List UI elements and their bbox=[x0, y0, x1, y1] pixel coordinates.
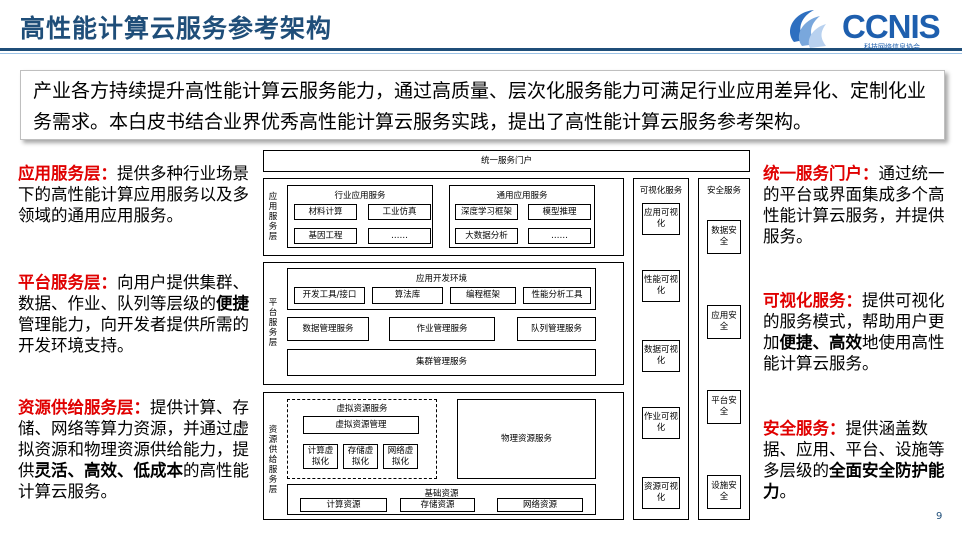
queue-mgmt-box: 队列管理服务 bbox=[517, 317, 596, 341]
app-layer-label: 应用服务层 bbox=[268, 192, 278, 242]
algorithm-lib-box: 算法库 bbox=[372, 287, 443, 304]
compute-virt-box: 计算虚拟化 bbox=[303, 444, 338, 469]
desc-portal: 统一服务门户：通过统一的平台或界面集成多个高性能计算云服务，并提供服务。 bbox=[763, 163, 951, 247]
basic-resource-title: 基础资源 bbox=[424, 489, 459, 499]
desc-platform-text: 向用户提供集群、数据、作业、队列等层级的 bbox=[18, 273, 249, 313]
facility-security-box: 设施安全 bbox=[707, 475, 741, 509]
logo-text: CCNIS bbox=[842, 8, 941, 45]
desc-app-layer: 应用服务层：提供多种行业场景下的高性能计算应用服务以及多领域的通用应用服务。 bbox=[18, 163, 258, 226]
desc-portal-title: 统一服务门户： bbox=[763, 164, 879, 183]
virtual-resource-box bbox=[287, 399, 437, 479]
desc-security-text: 提供涵盖数据、应用、平台、设施等多层级的 bbox=[763, 419, 945, 480]
desc-platform-text2: 管理能力，向开发者提供所需的开发环境支持。 bbox=[18, 315, 249, 355]
model-inference-box: 模型推理 bbox=[528, 204, 591, 220]
desc-resource-text2: 的高性能计算云服务。 bbox=[18, 461, 249, 501]
desc-security: 安全服务：提供涵盖数据、应用、平台、设施等多层级的全面安全防护能力。 bbox=[763, 418, 951, 502]
intro-box: 产业各方持续提升高性能计算云服务能力，通过高质量、层次化服务能力可满足行业应用差… bbox=[20, 70, 945, 140]
desc-app-title: 应用服务层： bbox=[18, 164, 117, 183]
perf-visual-box: 性能可视化 bbox=[642, 270, 680, 302]
big-data-box: 大数据分析 bbox=[455, 228, 518, 244]
visual-column-title: 可视化服务 bbox=[639, 186, 683, 196]
data-security-box: 数据安全 bbox=[707, 220, 741, 254]
unified-portal-box: 统一服务门户 bbox=[263, 150, 750, 172]
desc-platform-bold: 便捷 bbox=[216, 294, 249, 313]
compute-resource-box: 计算资源 bbox=[300, 498, 387, 512]
desc-visual-text: 提供可视化的服务模式，帮助用户更加 bbox=[763, 291, 945, 352]
title-divider bbox=[0, 48, 962, 51]
storage-virt-box: 存储虚拟化 bbox=[343, 444, 378, 469]
industry-app-title: 行业应用服务 bbox=[334, 191, 386, 201]
desc-resource-text: 提供计算、存储、网络等算力资源，并通过虚拟资源和物理资源供给能力，提供 bbox=[18, 398, 249, 480]
virtual-resource-mgmt-box: 虚拟资源管理 bbox=[303, 416, 419, 434]
desc-platform-title: 平台服务层： bbox=[18, 273, 117, 292]
resource-layer-label: 资源供给服务层 bbox=[268, 425, 278, 495]
cluster-mgmt-box: 集群管理服务 bbox=[287, 349, 596, 376]
job-mgmt-box: 作业管理服务 bbox=[389, 317, 495, 341]
network-resource-box: 网络资源 bbox=[497, 498, 583, 512]
desc-visual: 可视化服务：提供可视化的服务模式，帮助用户更加便捷、高效地使用高性能计算云服务。 bbox=[763, 290, 951, 374]
logo-swirl-icon bbox=[790, 10, 826, 48]
job-visual-box: 作业可视化 bbox=[642, 407, 680, 439]
deep-learning-box: 深度学习框架 bbox=[455, 204, 518, 220]
resource-visual-box: 资源可视化 bbox=[642, 477, 680, 509]
platform-layer-label: 平台服务层 bbox=[268, 298, 278, 348]
storage-resource-box: 存储资源 bbox=[400, 498, 475, 512]
desc-resource-layer: 资源供给服务层：提供计算、存储、网络等算力资源，并通过虚拟资源和物理资源供给能力… bbox=[18, 397, 258, 502]
virtual-resource-title: 虚拟资源服务 bbox=[336, 404, 388, 414]
general-more-box: …… bbox=[528, 228, 591, 244]
desc-visual-bold: 便捷、高效 bbox=[779, 333, 863, 352]
dev-env-title: 应用开发环境 bbox=[415, 274, 467, 284]
desc-visual-text2: 地使用高性能计算云服务。 bbox=[763, 333, 945, 373]
desc-portal-text: 通过统一的平台或界面集成多个高性能计算云服务，并提供服务。 bbox=[763, 164, 945, 246]
desc-app-text: 提供多种行业场景下的高性能计算应用服务以及多领域的通用应用服务。 bbox=[18, 164, 249, 225]
dev-tools-box: 开发工具/接口 bbox=[294, 287, 365, 304]
desc-platform-layer: 平台服务层：向用户提供集群、数据、作业、队列等层级的便捷管理能力，向开发者提供所… bbox=[18, 272, 258, 356]
page-number: 9 bbox=[936, 511, 943, 522]
desc-security-text2: 。 bbox=[779, 482, 797, 501]
desc-security-title: 安全服务： bbox=[763, 419, 846, 438]
app-security-box: 应用安全 bbox=[707, 305, 741, 339]
security-column-title: 安全服务 bbox=[706, 186, 741, 196]
title-divider-thin bbox=[0, 53, 962, 54]
general-app-title: 通用应用服务 bbox=[496, 191, 548, 201]
platform-security-box: 平台安全 bbox=[707, 390, 741, 424]
logo-subtitle: 科技网络信息协会 bbox=[864, 43, 920, 51]
programming-framework-box: 编程框架 bbox=[450, 287, 516, 304]
perf-analysis-box: 性能分析工具 bbox=[523, 287, 591, 304]
desc-resource-title: 资源供给服务层： bbox=[18, 398, 150, 417]
industry-more-box: …… bbox=[368, 228, 431, 244]
data-mgmt-box: 数据管理服务 bbox=[287, 317, 369, 341]
desc-visual-title: 可视化服务： bbox=[763, 291, 862, 310]
desc-security-bold: 全面安全防护能力 bbox=[763, 461, 945, 501]
data-visual-box: 数据可视化 bbox=[642, 340, 680, 372]
material-compute-box: 材料计算 bbox=[294, 204, 357, 220]
network-virt-box: 网络虚拟化 bbox=[383, 444, 418, 469]
industrial-sim-box: 工业仿真 bbox=[368, 204, 431, 220]
desc-resource-bold: 灵活、高效、低成本 bbox=[34, 461, 184, 480]
gene-engineering-box: 基因工程 bbox=[294, 228, 357, 244]
app-visual-box: 应用可视化 bbox=[642, 203, 680, 235]
ccnis-logo: CCNIS 科技网络信息协会 bbox=[780, 6, 950, 52]
physical-resource-box: 物理资源服务 bbox=[457, 399, 596, 479]
page-title: 高性能计算云服务参考架构 bbox=[20, 14, 333, 43]
intro-text: 产业各方持续提升高性能计算云服务能力，通过高质量、层次化服务能力可满足行业应用差… bbox=[33, 80, 927, 133]
